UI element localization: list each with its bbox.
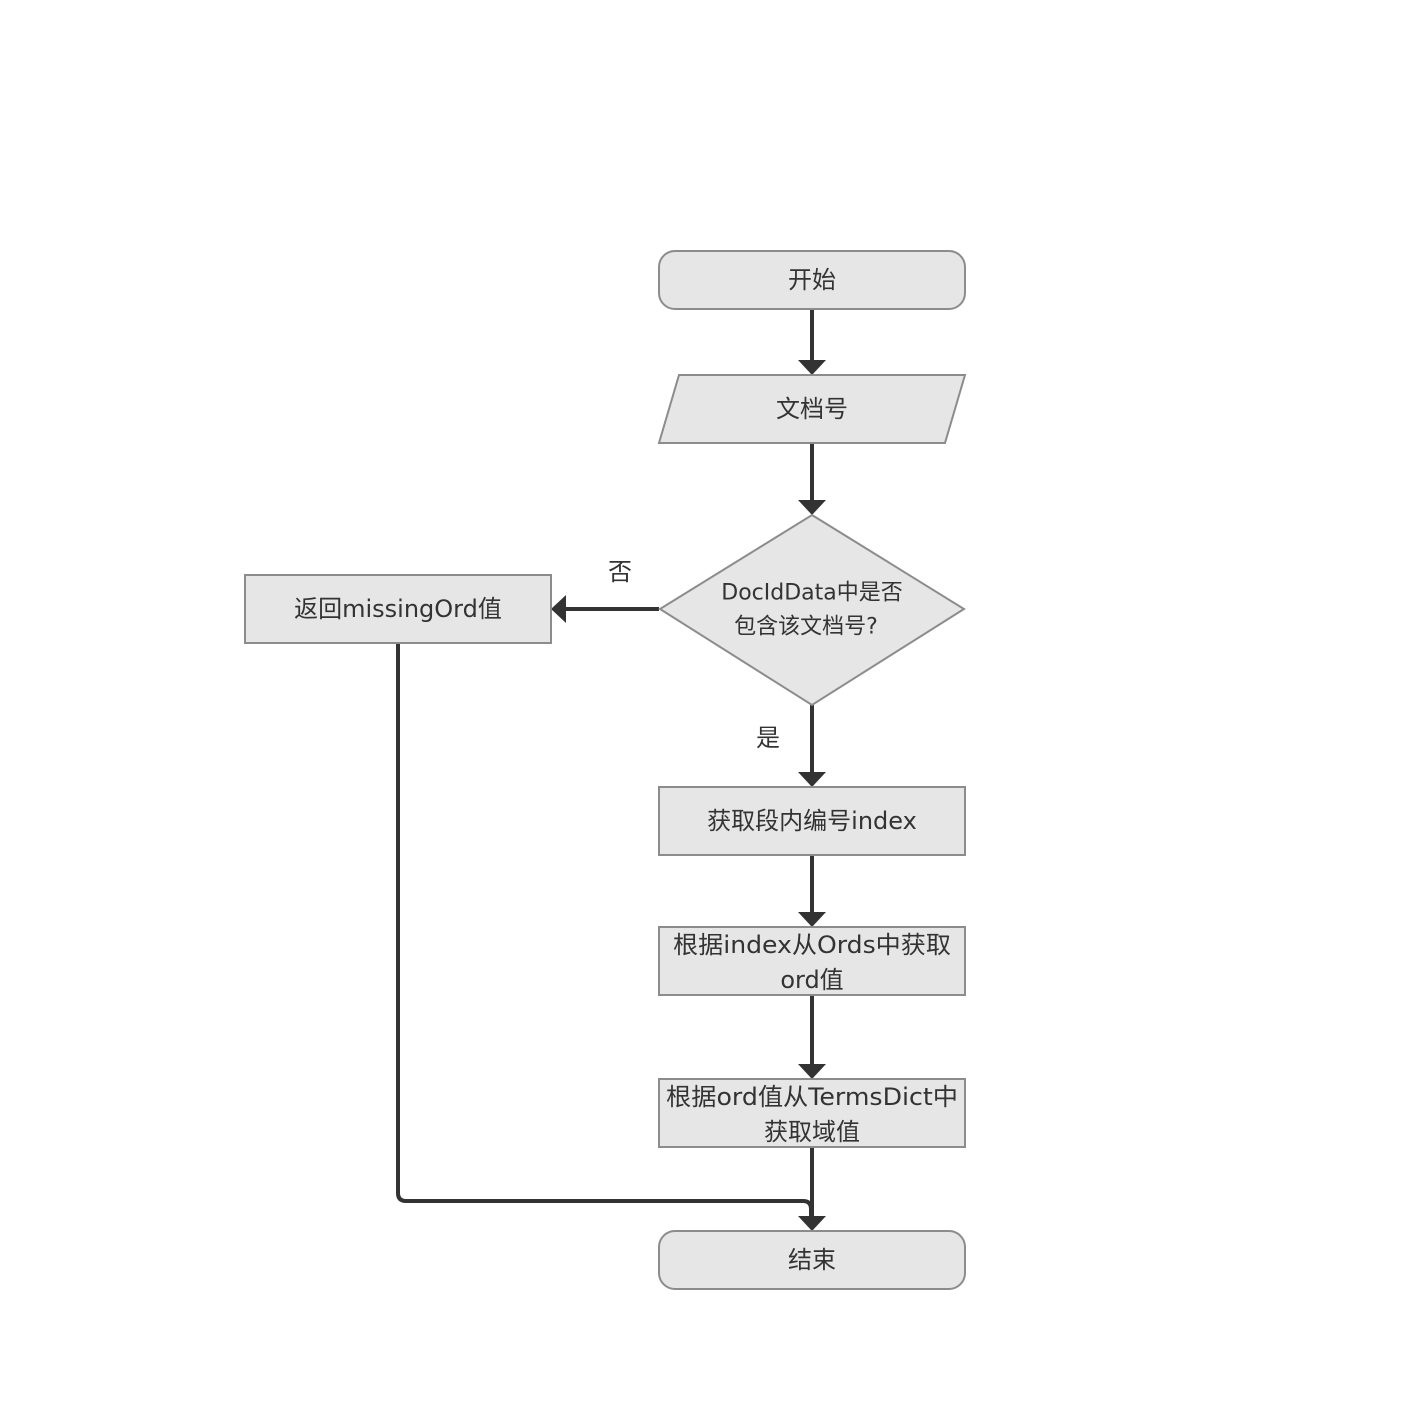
node-get-ord-label-line1: 根据index从Ords中获取	[673, 931, 951, 959]
node-end-label: 结束	[788, 1246, 836, 1274]
node-get-index: 获取段内编号index	[658, 786, 966, 856]
edge-label-no: 否	[608, 558, 632, 586]
node-decision: DocIdData中是否 包含该文档号?	[658, 513, 966, 707]
node-get-value: 根据ord值从TermsDict中 获取域值	[658, 1078, 966, 1148]
node-input-label: 文档号	[776, 395, 848, 423]
node-get-value-label-line2: 获取域值	[764, 1118, 860, 1146]
edge-decision-to-get-index	[798, 705, 826, 787]
node-get-index-label: 获取段内编号index	[707, 807, 917, 835]
edge-get-ord-to-get-value	[798, 995, 826, 1079]
edge-start-to-input	[798, 309, 826, 375]
node-end: 结束	[658, 1230, 966, 1290]
node-start-label: 开始	[788, 266, 836, 294]
edge-missing-to-end	[396, 643, 813, 1216]
node-decision-label-line1: DocIdData中是否	[721, 581, 902, 606]
edges	[396, 309, 826, 1231]
edge-input-to-decision	[798, 443, 826, 515]
node-get-ord: 根据index从Ords中获取 ord值	[658, 926, 966, 996]
edge-decision-to-missing	[551, 595, 659, 623]
node-missing-label: 返回missingOrd值	[294, 595, 502, 623]
node-start: 开始	[658, 250, 966, 310]
edge-get-value-to-end	[798, 1147, 826, 1231]
edge-get-index-to-get-ord	[798, 855, 826, 927]
node-input: 文档号	[657, 374, 967, 444]
node-missing: 返回missingOrd值	[244, 574, 552, 644]
node-decision-label-line2: 包含该文档号?	[734, 615, 878, 640]
node-get-ord-label-line2: ord值	[780, 966, 843, 994]
edge-label-yes: 是	[756, 724, 780, 752]
node-get-value-label-line1: 根据ord值从TermsDict中	[666, 1083, 958, 1111]
